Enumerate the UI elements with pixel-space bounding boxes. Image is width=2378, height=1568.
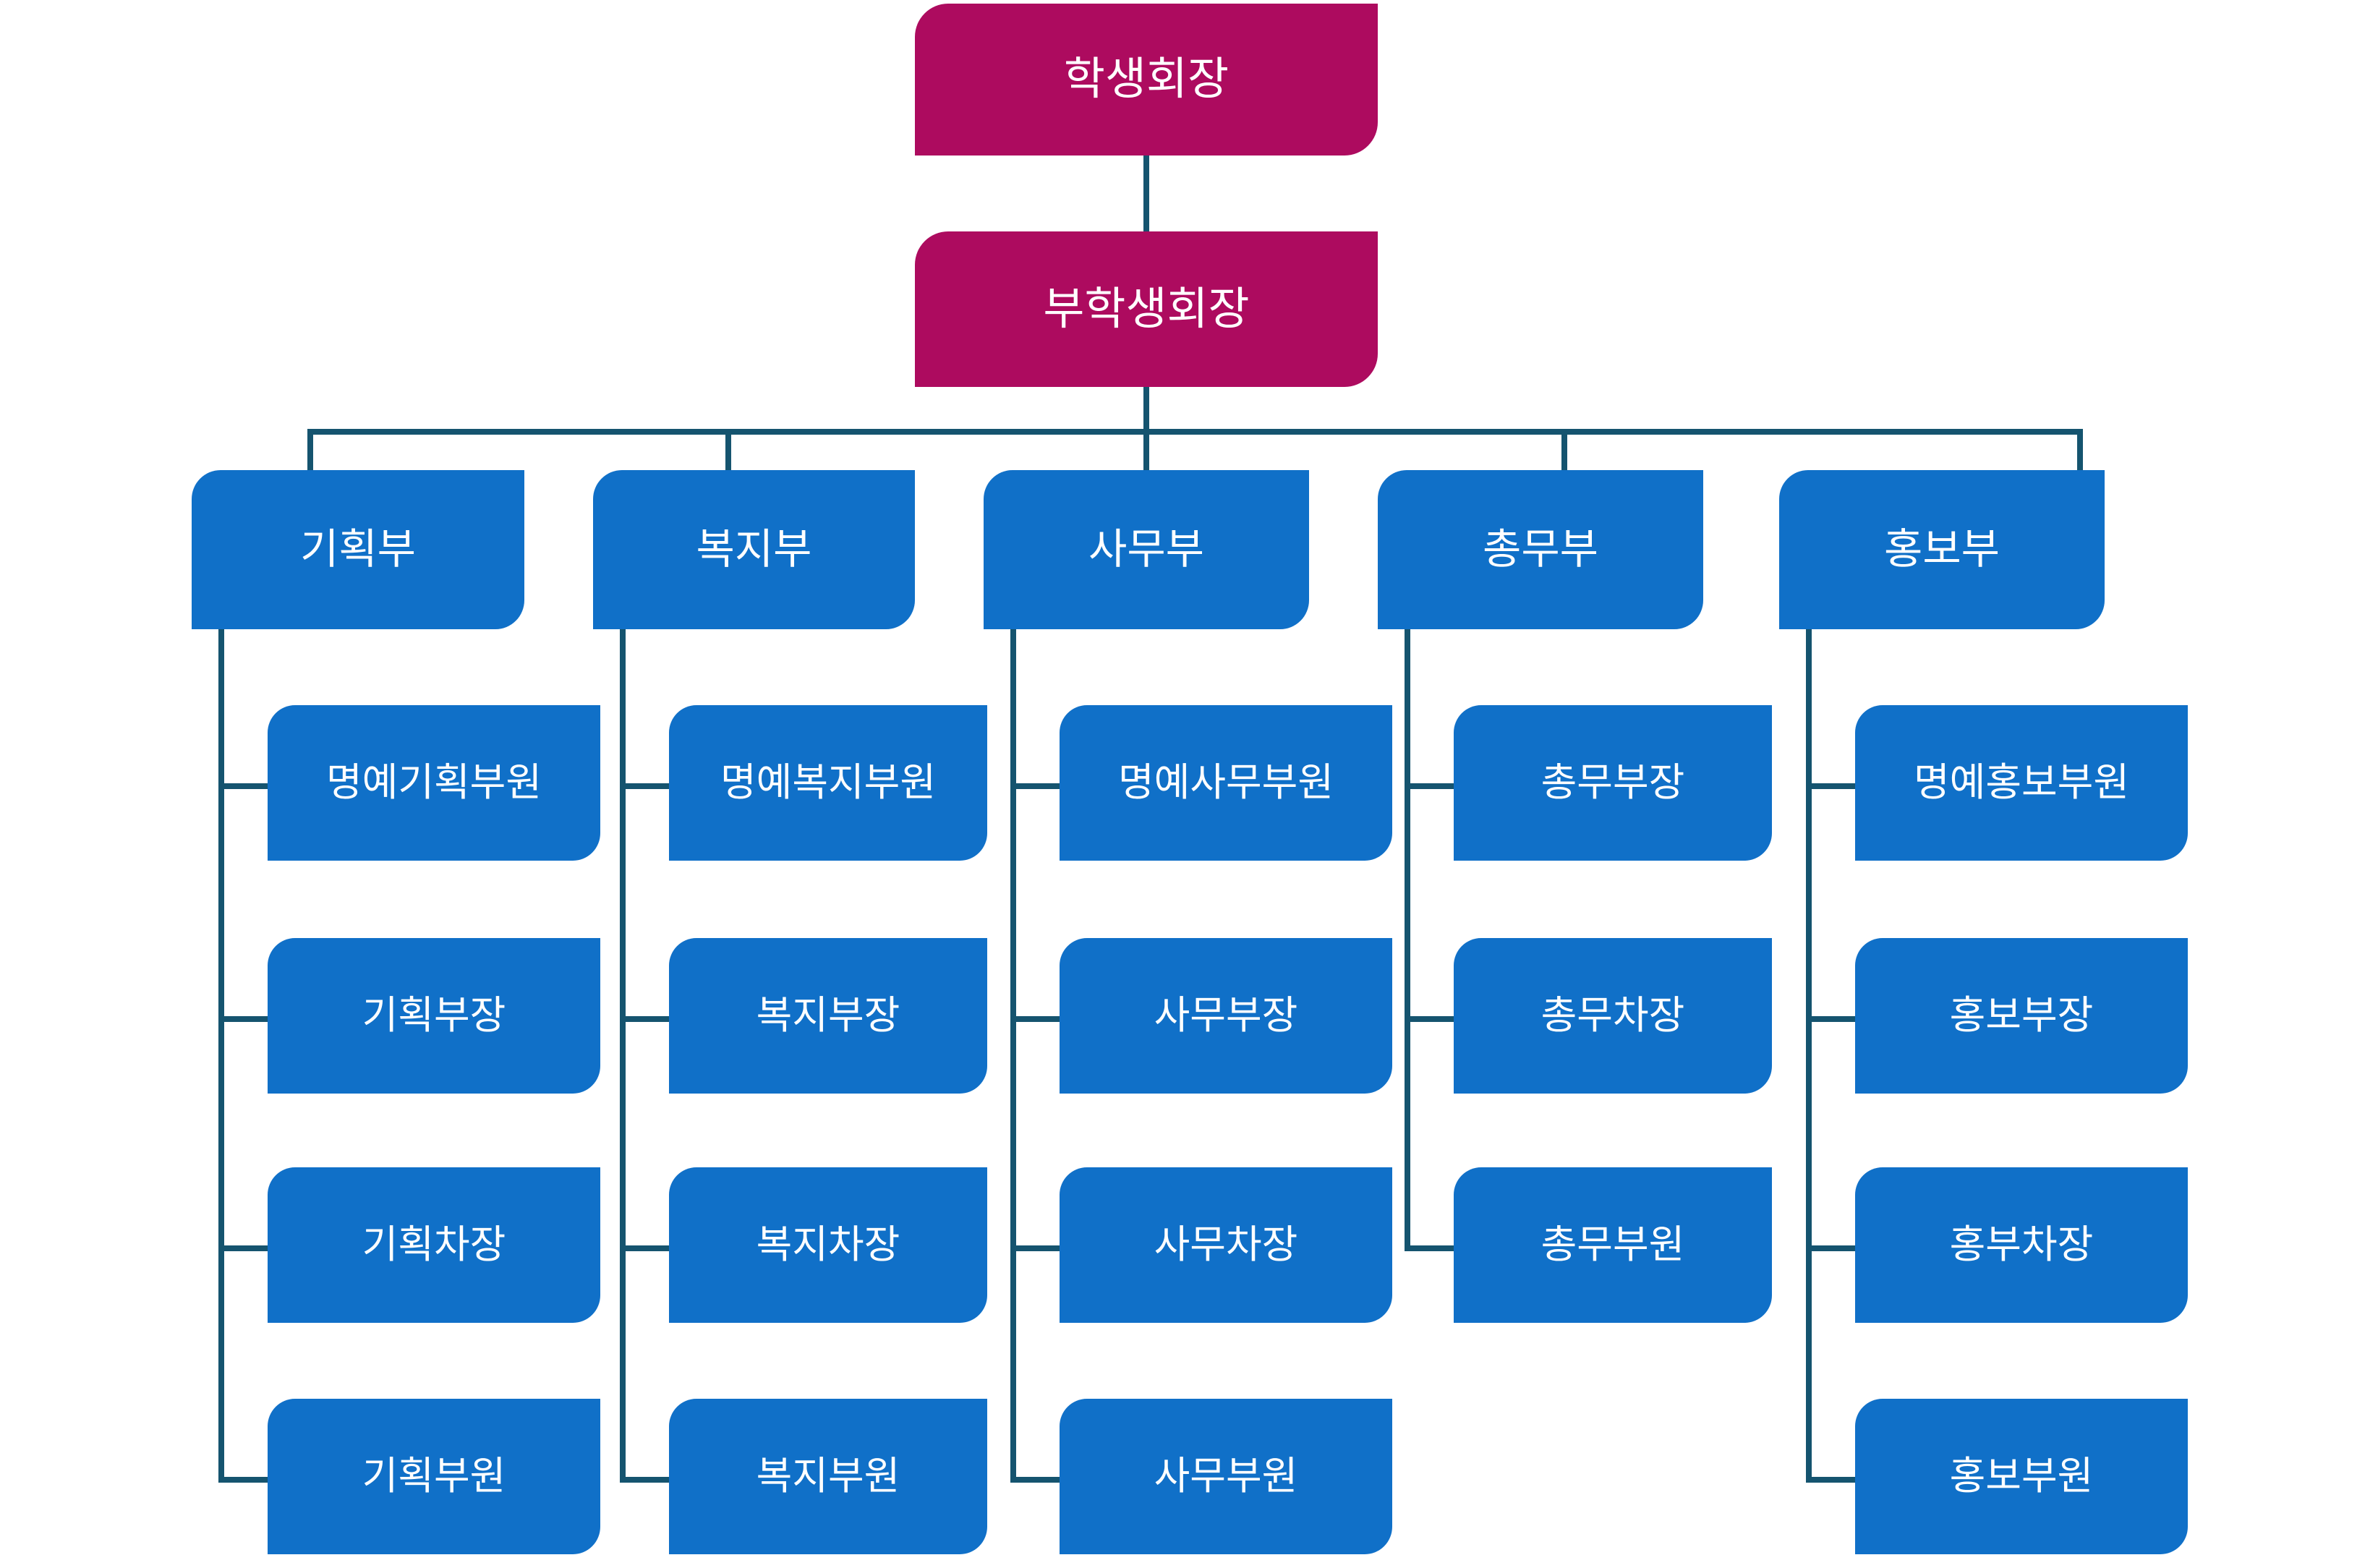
node-publicity-child-1-label: 명예홍보부원 (1913, 761, 2130, 805)
node-general-affairs-child-1[interactable]: 총무부장 (1454, 705, 1772, 861)
node-president[interactable]: 학생회장 (915, 4, 1378, 155)
node-office-child-4[interactable]: 사무부원 (1060, 1399, 1392, 1554)
node-office-child-1[interactable]: 명예사무부원 (1060, 705, 1392, 861)
node-department-publicity-label: 홍보부 (1883, 525, 2000, 573)
node-department-general-affairs[interactable]: 총무부 (1378, 470, 1703, 629)
node-vice-president[interactable]: 부학생회장 (915, 231, 1378, 387)
connector-spine-publicity (1806, 629, 1812, 1483)
connector-stub-office-1 (1010, 783, 1061, 789)
node-planning-child-1[interactable]: 명예기획부원 (268, 705, 600, 861)
node-department-planning[interactable]: 기획부 (192, 470, 524, 629)
connector-stub-welfare-1 (620, 783, 670, 789)
node-publicity-child-1[interactable]: 명예홍보부원 (1855, 705, 2188, 861)
node-office-child-3-label: 사무차장 (1154, 1223, 1298, 1267)
node-department-welfare[interactable]: 복지부 (593, 470, 915, 629)
node-department-planning-label: 기획부 (299, 525, 417, 573)
connector-stub-planning-3 (218, 1245, 269, 1251)
node-publicity-child-3[interactable]: 홍부차장 (1855, 1167, 2188, 1323)
connector-spine-planning (218, 629, 224, 1483)
node-welfare-child-2[interactable]: 복지부장 (669, 938, 987, 1094)
connector-stub-general-affairs-3 (1405, 1245, 1455, 1251)
node-department-welfare-label: 복지부 (696, 525, 812, 573)
node-planning-child-4-label: 기획부원 (362, 1454, 506, 1499)
node-office-child-2-label: 사무부장 (1154, 994, 1298, 1038)
node-office-child-1-label: 명예사무부원 (1117, 761, 1334, 805)
node-president-label: 학생회장 (1063, 54, 1230, 105)
node-department-publicity[interactable]: 홍보부 (1779, 470, 2105, 629)
connector-stub-office-4 (1010, 1477, 1061, 1483)
connector-stub-planning-4 (218, 1477, 269, 1483)
connector-stub-office-3 (1010, 1245, 1061, 1251)
connector-stub-publicity-3 (1806, 1245, 1857, 1251)
node-general-affairs-child-2-label: 총무차장 (1540, 994, 1685, 1038)
node-general-affairs-child-3-label: 총무부원 (1540, 1223, 1685, 1267)
node-welfare-child-3-label: 복지차장 (756, 1223, 900, 1267)
node-welfare-child-1[interactable]: 명예복지부원 (669, 705, 987, 861)
connector-bus-to-office (1143, 429, 1149, 470)
node-publicity-child-2[interactable]: 홍보부장 (1855, 938, 2188, 1094)
connector-bus-to-welfare (725, 429, 731, 470)
node-planning-child-2-label: 기획부장 (362, 994, 506, 1038)
node-general-affairs-child-3[interactable]: 총무부원 (1454, 1167, 1772, 1323)
connector-stub-welfare-2 (620, 1016, 670, 1022)
connector-stub-welfare-4 (620, 1477, 670, 1483)
node-publicity-child-4[interactable]: 홍보부원 (1855, 1399, 2188, 1554)
connector-stub-office-2 (1010, 1016, 1061, 1022)
connector-spine-office (1010, 629, 1016, 1483)
node-planning-child-1-label: 명예기획부원 (325, 761, 542, 805)
node-planning-child-3-label: 기획차장 (362, 1223, 506, 1267)
connector-stub-publicity-2 (1806, 1016, 1857, 1022)
node-office-child-4-label: 사무부원 (1154, 1454, 1298, 1499)
connector-spine-general-affairs (1405, 629, 1410, 1251)
node-planning-child-3[interactable]: 기획차장 (268, 1167, 600, 1323)
node-welfare-child-1-label: 명예복지부원 (720, 761, 937, 805)
node-publicity-child-2-label: 홍보부장 (1949, 994, 2094, 1038)
connector-stub-welfare-3 (620, 1245, 670, 1251)
node-department-office[interactable]: 사무부 (984, 470, 1309, 629)
connector-vice-drop (1143, 387, 1149, 435)
node-welfare-child-4-label: 복지부원 (756, 1454, 900, 1499)
connector-stub-general-affairs-2 (1405, 1016, 1455, 1022)
connector-bus-to-general-affairs (1561, 429, 1567, 470)
node-general-affairs-child-1-label: 총무부장 (1540, 761, 1685, 805)
node-office-child-3[interactable]: 사무차장 (1060, 1167, 1392, 1323)
node-department-general-affairs-label: 총무부 (1482, 525, 1599, 573)
connector-bus-to-publicity (2077, 429, 2083, 470)
connector-stub-publicity-4 (1806, 1477, 1857, 1483)
connector-spine-welfare (620, 629, 626, 1483)
connector-stub-planning-2 (218, 1016, 269, 1022)
connector-stub-general-affairs-1 (1405, 783, 1455, 789)
node-publicity-child-3-label: 홍부차장 (1949, 1223, 2094, 1267)
connector-department-bus (307, 429, 2083, 435)
node-general-affairs-child-2[interactable]: 총무차장 (1454, 938, 1772, 1094)
node-department-office-label: 사무부 (1088, 525, 1205, 573)
node-office-child-2[interactable]: 사무부장 (1060, 938, 1392, 1094)
node-vice-president-label: 부학생회장 (1043, 284, 1250, 334)
node-welfare-child-2-label: 복지부장 (756, 994, 900, 1038)
connector-stub-planning-1 (218, 783, 269, 789)
node-publicity-child-4-label: 홍보부원 (1949, 1454, 2094, 1499)
connector-bus-to-planning (307, 429, 313, 470)
node-welfare-child-3[interactable]: 복지차장 (669, 1167, 987, 1323)
connector-president-to-vice (1143, 155, 1149, 231)
node-welfare-child-4[interactable]: 복지부원 (669, 1399, 987, 1554)
node-planning-child-4[interactable]: 기획부원 (268, 1399, 600, 1554)
node-planning-child-2[interactable]: 기획부장 (268, 938, 600, 1094)
connector-stub-publicity-1 (1806, 783, 1857, 789)
